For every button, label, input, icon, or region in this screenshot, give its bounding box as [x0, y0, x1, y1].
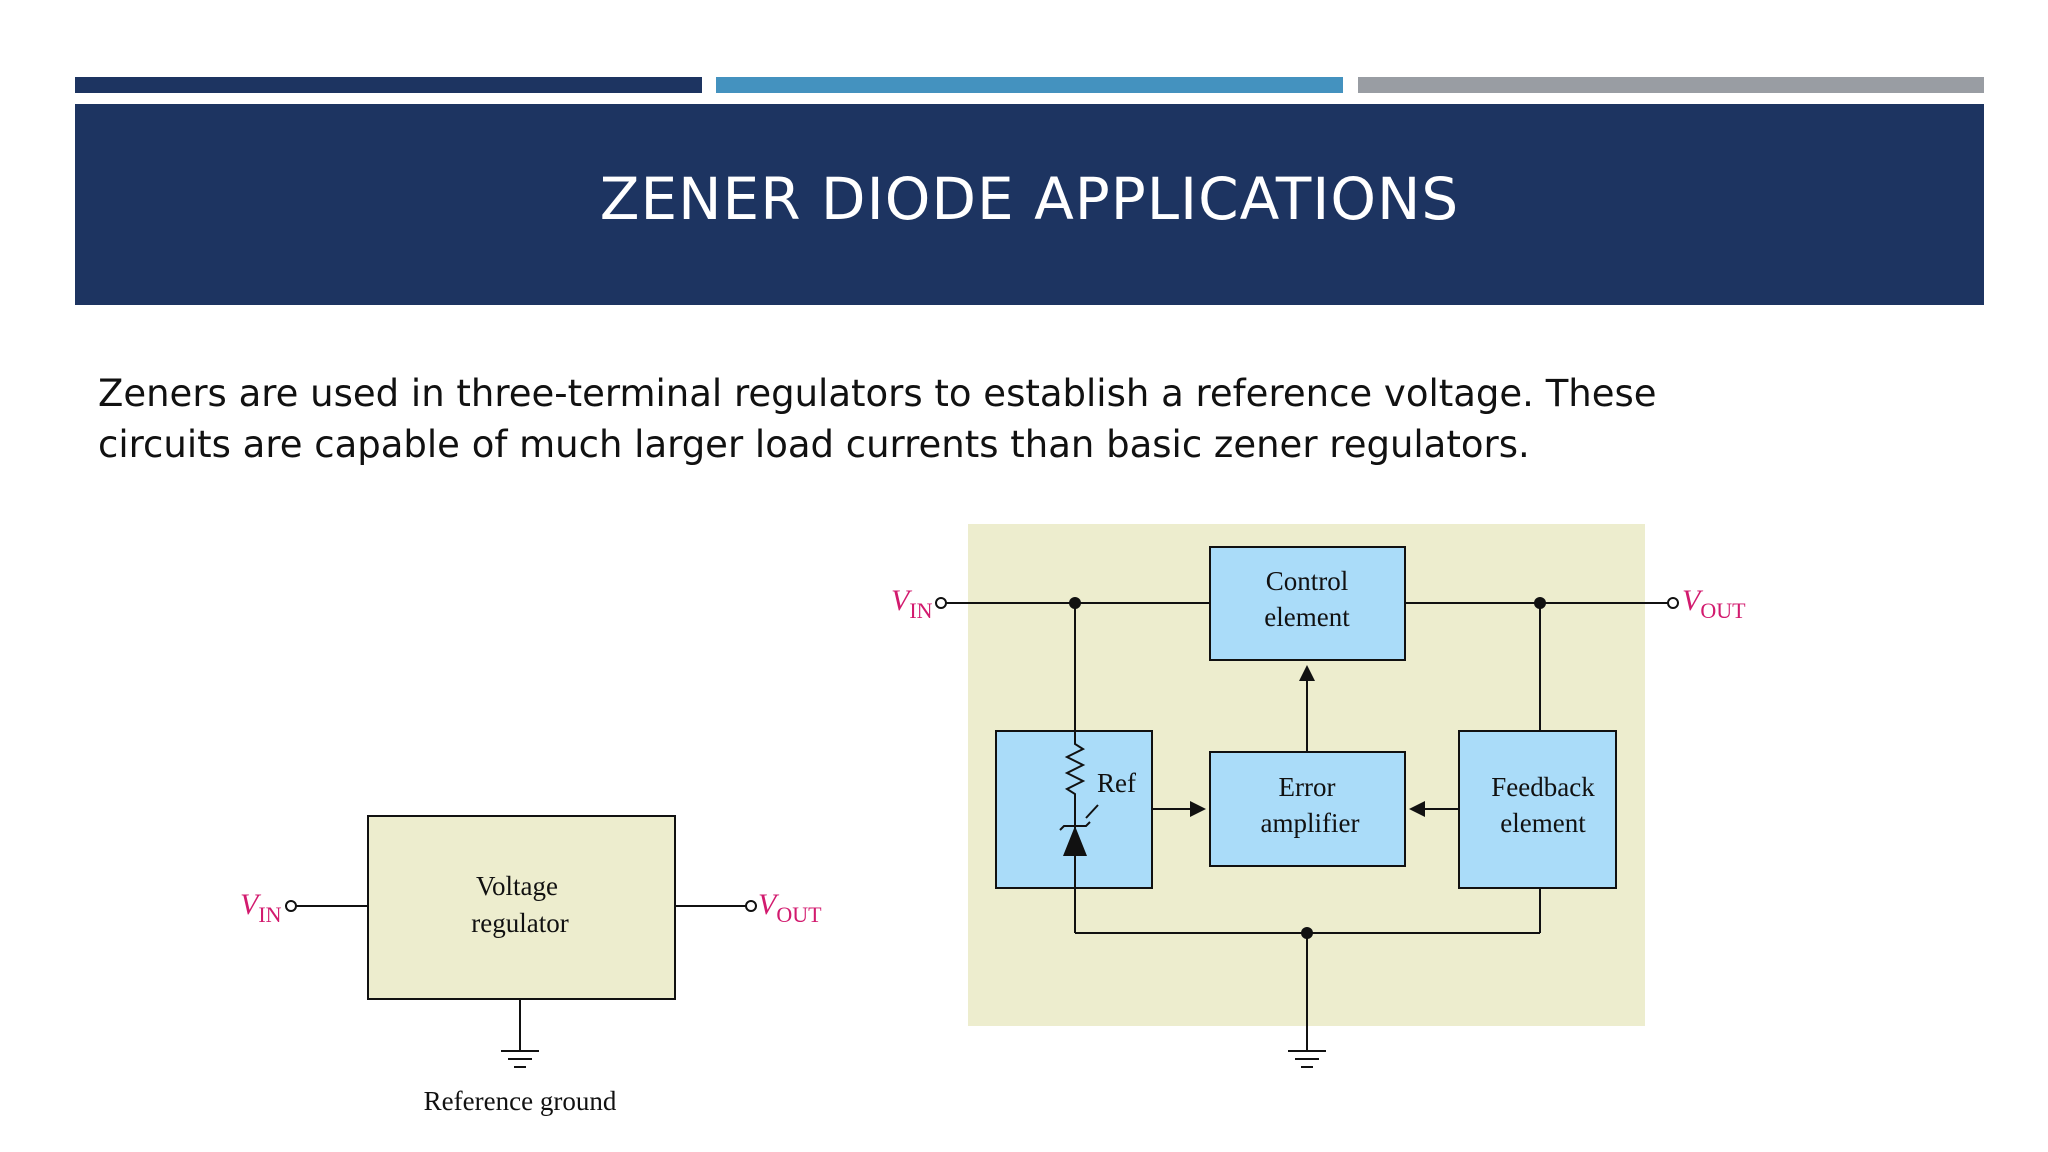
- reference-ground-label: Reference ground: [424, 1086, 617, 1116]
- block-wiring: [946, 602, 1668, 1051]
- vin-label: VIN: [240, 888, 282, 927]
- accent-bar-dark: [75, 77, 702, 93]
- feedback-element-block: [1458, 730, 1617, 889]
- accent-bar-blue: [716, 77, 1343, 93]
- vout-terminal: [745, 900, 757, 912]
- junction-dot: [1069, 597, 1081, 609]
- vin-terminal: [285, 900, 297, 912]
- zener-diode-icon: [1059, 804, 1099, 888]
- resistor-icon: [1064, 731, 1086, 812]
- vout-label: VOUT: [1682, 584, 1746, 623]
- vout-label: VOUT: [758, 888, 822, 927]
- regulator-label-line2: regulator: [471, 908, 568, 938]
- vin-terminal: [935, 597, 947, 609]
- feedback-label-line1: Feedback: [1491, 772, 1595, 802]
- simple-regulator-diagram: VIN Voltage regulator VOUT Reference gro…: [240, 815, 822, 1116]
- regulator-block-diagram: VIN VOUT Control element: [891, 524, 1746, 1068]
- error-amplifier-block: [1209, 751, 1406, 867]
- regulator-label-line1: Voltage: [476, 871, 558, 901]
- voltage-regulator-box: [367, 815, 676, 1000]
- vout-terminal: [1667, 597, 1679, 609]
- body-text: Zeners are used in three-terminal regula…: [98, 368, 1738, 470]
- junction-dot: [1534, 597, 1546, 609]
- title-band: ZENER DIODE APPLICATIONS: [75, 104, 1984, 305]
- body-line-2: circuits are capable of much larger load…: [98, 423, 1530, 466]
- error-label-line1: Error: [1279, 772, 1336, 802]
- feedback-label-line2: element: [1500, 808, 1586, 838]
- accent-bar-gray: [1358, 77, 1984, 93]
- control-label-line1: Control: [1266, 566, 1349, 596]
- slide-title: ZENER DIODE APPLICATIONS: [599, 165, 1460, 233]
- ground-symbol-icon: [1288, 1050, 1326, 1068]
- error-label-line2: amplifier: [1261, 808, 1360, 838]
- ground-symbol-icon: [501, 1050, 539, 1068]
- ref-label: Ref: [1097, 768, 1136, 798]
- control-element-block: [1209, 546, 1406, 661]
- junction-dot: [1301, 927, 1313, 939]
- control-label-line2: element: [1264, 602, 1350, 632]
- body-line-1: Zeners are used in three-terminal regula…: [98, 372, 1657, 415]
- vin-label: VIN: [891, 584, 933, 623]
